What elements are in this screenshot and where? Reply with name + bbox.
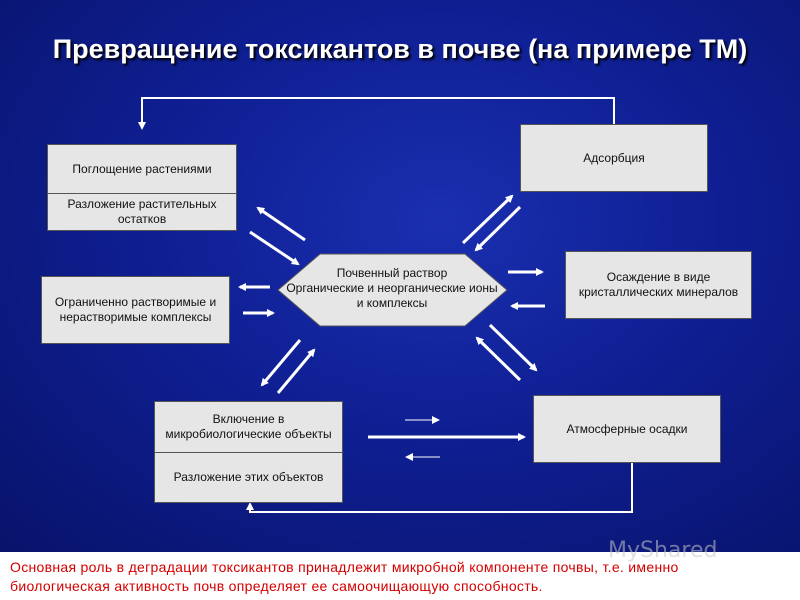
bottom-loop-arrow — [246, 463, 633, 513]
top-loop-arrow — [138, 97, 615, 130]
arrow-from-atmos — [475, 336, 522, 382]
uptake-label: Поглощение растениями — [72, 161, 212, 176]
adsorption-box: Адсорбция — [520, 124, 708, 192]
precipitation-box: Осаждение в виде кристаллических минерал… — [565, 251, 752, 319]
arrow-from-adsorption — [474, 205, 522, 252]
plant-decomposition-box: Разложение растительных остатков — [47, 193, 237, 231]
slide-title: Превращение токсикантов в почве (на прим… — [52, 34, 748, 64]
arrow-to-solution-from-plants — [249, 230, 300, 266]
arrow-to-atmos — [488, 323, 538, 372]
footer-panel — [0, 552, 800, 600]
atmospheric-box: Атмосферные осадки — [533, 395, 721, 463]
arrow-to-micro — [260, 339, 302, 387]
arrow-from-plants — [256, 206, 306, 242]
limited-complexes-box: Ограниченно растворимые и нерастворимые … — [41, 276, 230, 344]
arrow-from-micro — [276, 348, 316, 394]
microbial-decomposition-box: Разложение этих объектов — [154, 452, 343, 503]
soil-solution-title: Почвенный раствор — [336, 266, 448, 280]
uptake-box: Поглощение растениями — [47, 144, 237, 194]
atmospheric-label: Атмосферные осадки — [566, 421, 688, 436]
microbial-inclusion-label: Включение в микробиологические объекты — [165, 412, 332, 441]
microbial-inclusion-box: Включение в микробиологические объекты — [154, 401, 343, 453]
adsorption-label: Адсорбция — [583, 150, 645, 165]
soil-solution-hexagon — [277, 253, 508, 327]
diagram-arrows — [138, 97, 633, 513]
arrow-to-adsorption — [461, 194, 514, 245]
soil-solution-body: Органические и неорганические ионы и ком… — [286, 281, 498, 310]
watermark-logo: MyShared — [608, 538, 718, 563]
precipitation-label: Осаждение в виде кристаллических минерал… — [578, 270, 739, 299]
microbial-decomposition-label: Разложение этих объектов — [173, 470, 324, 484]
plant-decomposition-label: Разложение растительных остатков — [67, 197, 217, 226]
footer-note: Основная роль в деградации токсикантов п… — [10, 559, 679, 594]
soil-solution-text: Почвенный раствор Органические и неорган… — [282, 266, 502, 311]
limited-complexes-label: Ограниченно растворимые и нерастворимые … — [54, 295, 217, 324]
